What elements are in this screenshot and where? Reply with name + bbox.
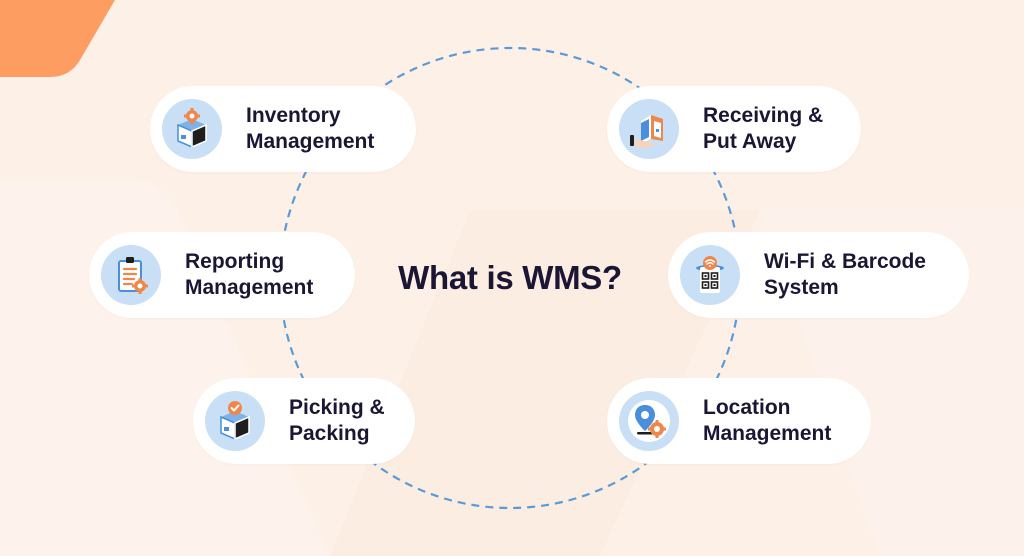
feature-inventory-management: Inventory Management bbox=[150, 86, 416, 172]
clipboard-gear-icon bbox=[101, 245, 161, 305]
box-gear-icon bbox=[162, 99, 222, 159]
feature-label-line1: Wi-Fi & Barcode bbox=[764, 250, 926, 273]
feature-label-line2: Management bbox=[185, 276, 314, 299]
feature-label-line2: Management bbox=[703, 422, 832, 445]
feature-reporting-management: Reporting Management bbox=[89, 232, 355, 318]
pin-gear-icon bbox=[619, 391, 679, 451]
diagram-title: What is WMS? bbox=[398, 259, 622, 296]
box-check-icon bbox=[205, 391, 265, 451]
feature-label-line2: System bbox=[764, 276, 839, 299]
wifi-qr-icon bbox=[680, 245, 740, 305]
feature-receiving-put-away: Receiving & Put Away bbox=[607, 86, 861, 172]
feature-label: Picking & Packing bbox=[289, 395, 385, 447]
feature-label: Location Management bbox=[703, 395, 831, 447]
feature-label: Reporting Management bbox=[185, 249, 313, 301]
corner-accent-shape bbox=[0, 0, 115, 77]
feature-label-line2: Put Away bbox=[703, 130, 797, 153]
feature-label-line1: Location bbox=[703, 396, 791, 419]
hand-box-icon bbox=[619, 99, 679, 159]
feature-label-line2: Management bbox=[246, 130, 375, 153]
corner-accent-fill bbox=[0, 0, 115, 77]
feature-label-line1: Receiving & bbox=[703, 104, 824, 127]
feature-label-line1: Inventory bbox=[246, 104, 341, 127]
feature-wifi-barcode-system: Wi-Fi & Barcode System bbox=[668, 232, 969, 318]
feature-label-line1: Picking & bbox=[289, 396, 385, 419]
feature-label: Wi-Fi & Barcode System bbox=[764, 249, 926, 301]
feature-location-management: Location Management bbox=[607, 378, 871, 464]
background-triangle-center bbox=[330, 210, 760, 556]
feature-label-line1: Reporting bbox=[185, 250, 285, 273]
feature-label: Receiving & Put Away bbox=[703, 103, 823, 155]
feature-label: Inventory Management bbox=[246, 103, 374, 155]
feature-picking-packing: Picking & Packing bbox=[193, 378, 415, 464]
feature-label-line2: Packing bbox=[289, 422, 370, 445]
